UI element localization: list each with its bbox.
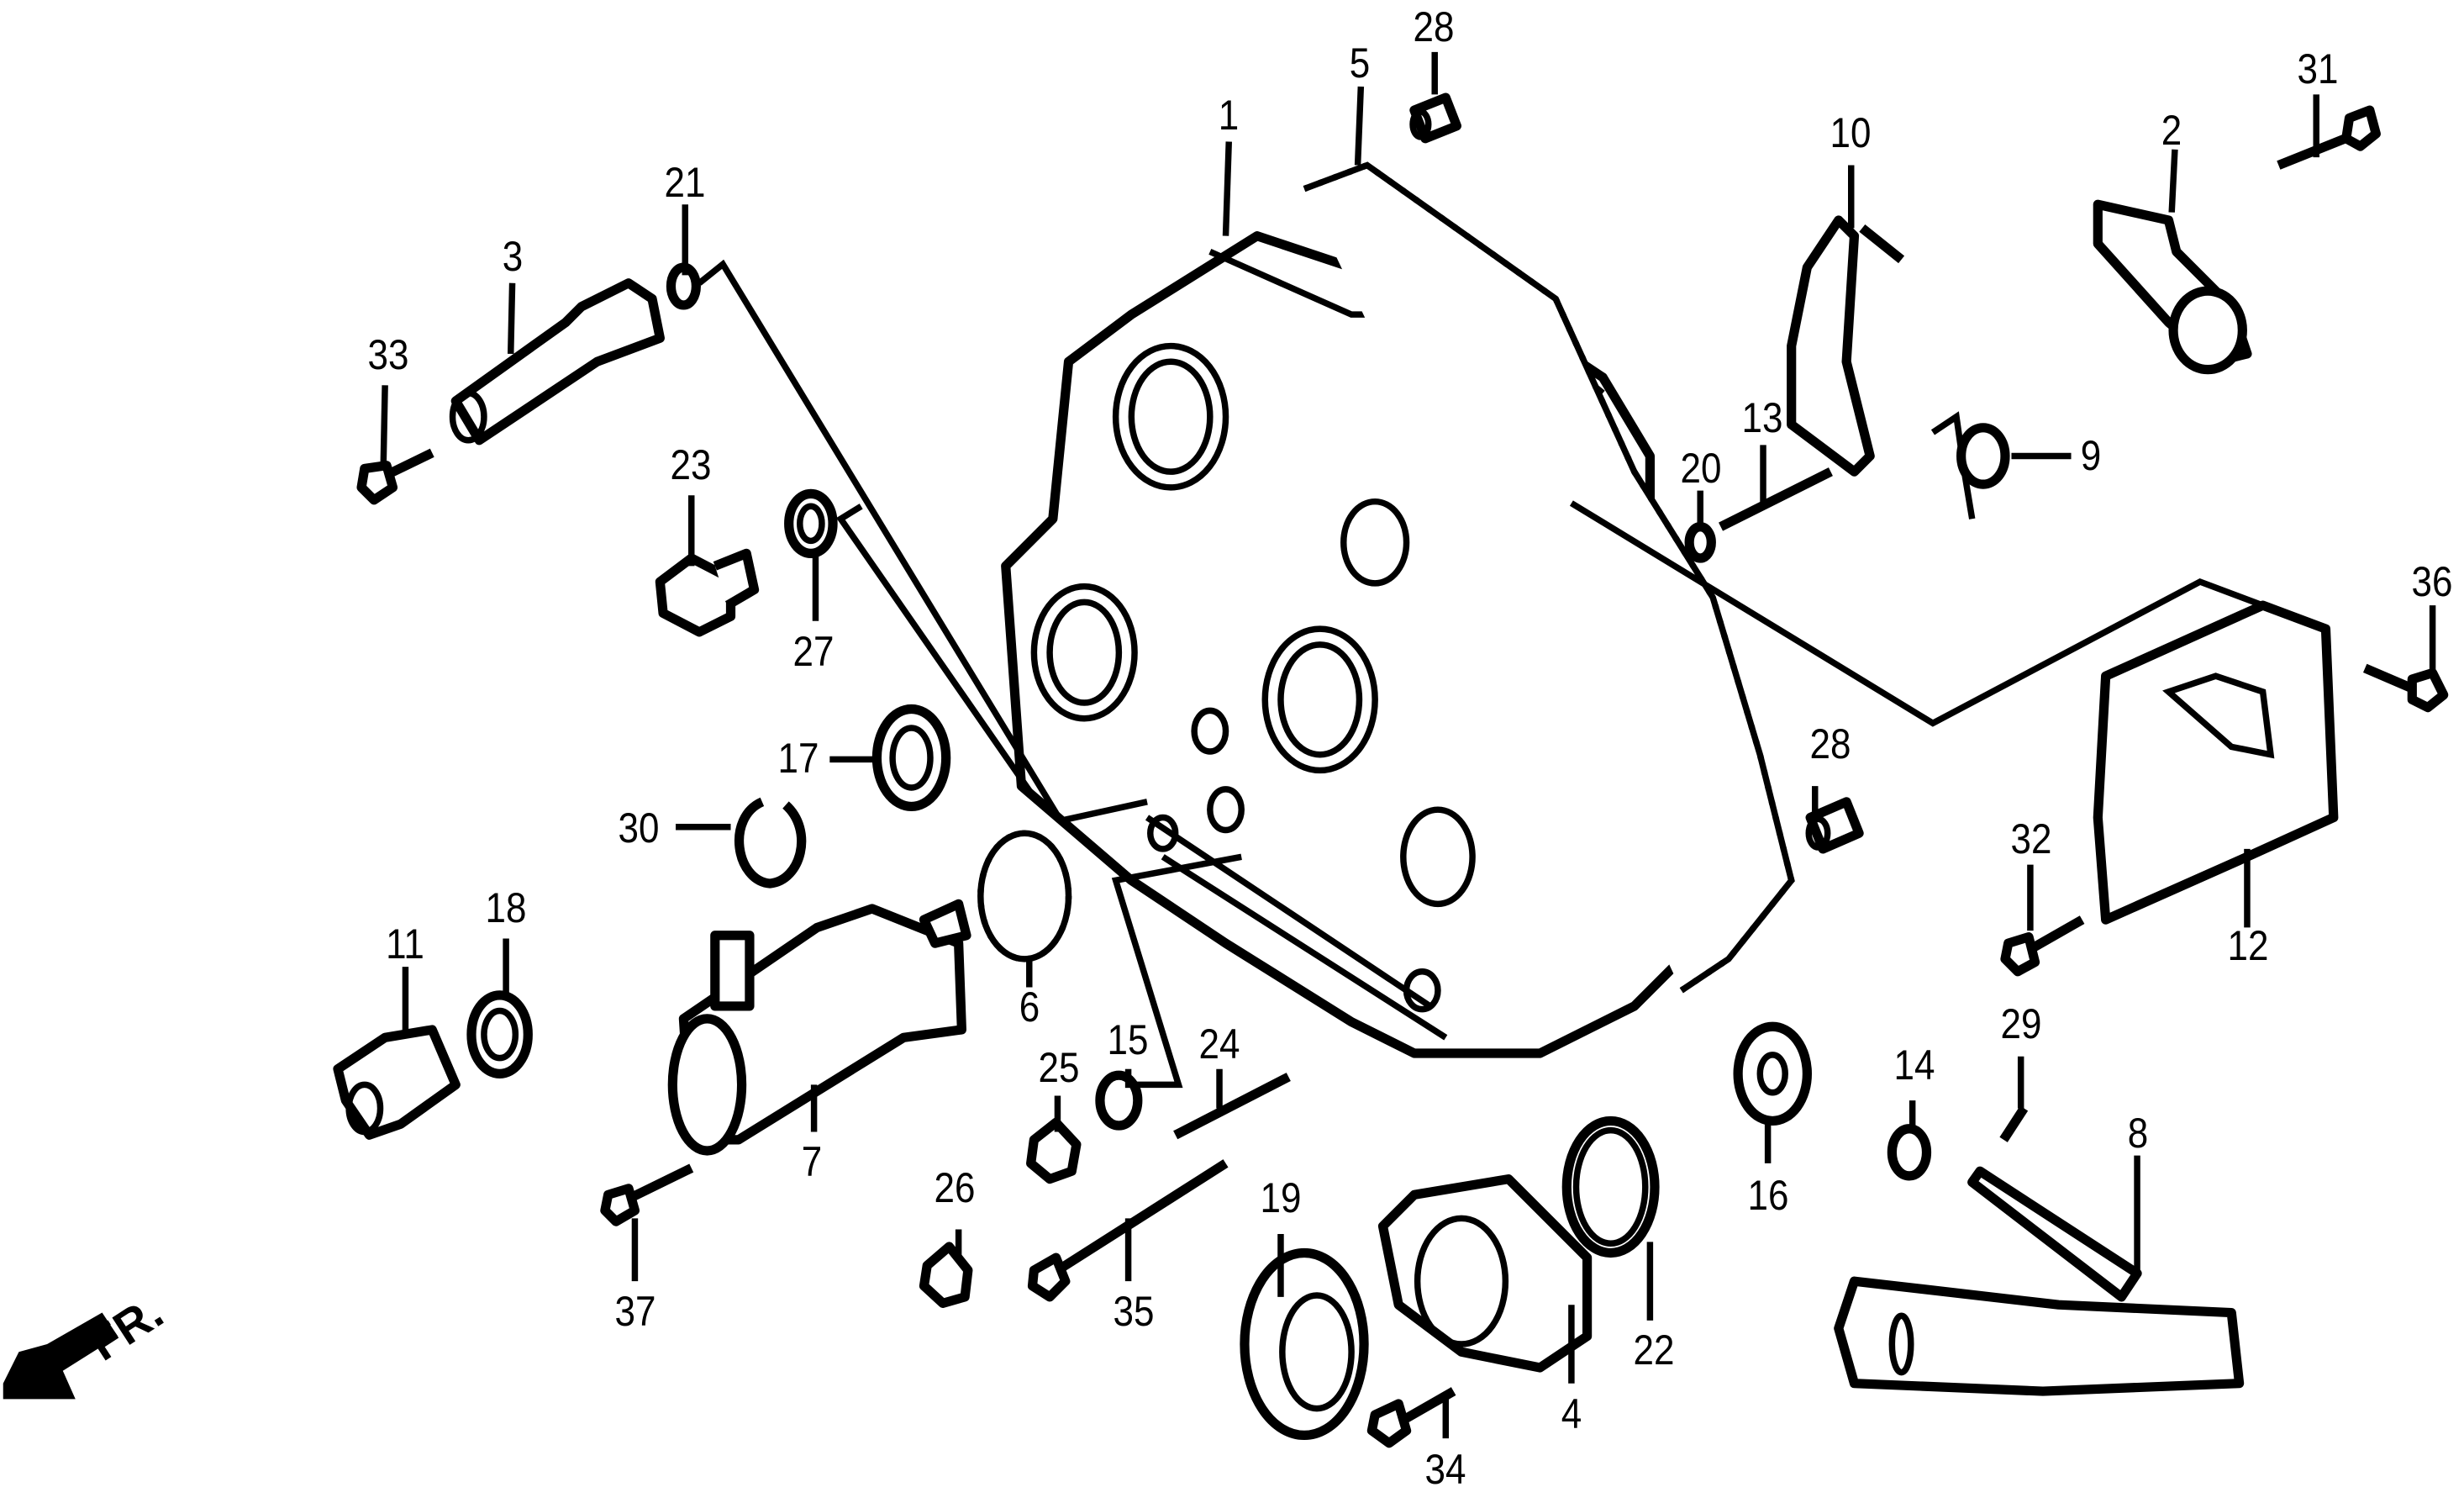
callout-25: 25 (1038, 1044, 1080, 1091)
callout-6: 6 (1019, 984, 1040, 1031)
callout-12: 12 (2227, 922, 2269, 969)
callout-11: 11 (386, 920, 424, 968)
callout-16: 16 (1747, 1172, 1789, 1219)
callout-26: 26 (934, 1164, 976, 1211)
part-washer-27[interactable] (784, 488, 838, 559)
callout-37: 37 (614, 1288, 656, 1335)
callout-3: 3 (502, 233, 524, 280)
callout-36: 36 (2411, 558, 2453, 605)
part-lever-plate[interactable] (2093, 199, 2252, 375)
part-shaft-holder[interactable] (449, 278, 665, 446)
part-spring-pin[interactable] (1999, 1105, 2029, 1142)
callout-24: 24 (1198, 1020, 1240, 1068)
part-stud-13[interactable] (1719, 467, 1833, 531)
part-o-ring-6[interactable] (977, 830, 1072, 962)
callout-29: 29 (2000, 1000, 2042, 1047)
callout-5: 5 (1349, 40, 1371, 87)
part-lever[interactable] (1787, 215, 1905, 477)
callout-15: 15 (1107, 1016, 1149, 1063)
part-bolt-37[interactable] (600, 1163, 694, 1226)
callout-19: 19 (1260, 1174, 1302, 1221)
part-o-ring-22[interactable] (1561, 1115, 1660, 1258)
part-bolt-33[interactable] (356, 448, 434, 505)
part-bearing-housing[interactable] (1377, 1174, 1593, 1373)
callout-2: 2 (2161, 107, 2182, 154)
part-bearing-19[interactable] (1240, 1247, 1369, 1441)
part-bearing-16[interactable] (1733, 1021, 1812, 1126)
callout-28-top: 28 (1413, 3, 1455, 50)
part-bolt-31[interactable] (2277, 105, 2381, 170)
part-bolt-34[interactable] (1366, 1387, 1456, 1448)
callout-33: 33 (367, 331, 409, 378)
front-direction-arrow-icon (3, 1312, 118, 1400)
part-stud-24[interactable] (1173, 1073, 1291, 1140)
callout-31: 31 (2297, 45, 2339, 92)
part-slave-cylinder[interactable] (667, 899, 971, 1156)
part-bolt-32[interactable] (2000, 915, 2085, 977)
callout-35: 35 (1113, 1288, 1155, 1335)
leader-lines (380, 51, 2436, 1439)
part-bushing[interactable] (466, 990, 533, 1078)
callout-4: 4 (1561, 1390, 1582, 1437)
part-bolt-36[interactable] (2362, 663, 2449, 713)
callout-13: 13 (1741, 394, 1783, 441)
part-dowel-pin-top[interactable] (1409, 92, 1462, 144)
callout-28-right: 28 (1809, 720, 1851, 767)
part-cover-plate[interactable] (2093, 600, 2339, 925)
callout-7: 7 (801, 1138, 823, 1185)
callout-8: 8 (2127, 1110, 2149, 1157)
callout-27: 27 (792, 628, 834, 675)
part-gasket[interactable] (1303, 161, 1795, 994)
callout-9: 9 (2080, 432, 2102, 479)
part-drain-plug[interactable] (655, 548, 760, 637)
part-boot[interactable] (333, 1025, 461, 1140)
callout-20: 20 (1680, 445, 1722, 492)
part-nut-26[interactable] (919, 1242, 973, 1308)
callout-14: 14 (1893, 1042, 1935, 1089)
callout-18: 18 (485, 884, 527, 931)
part-oil-seal-17[interactable] (871, 704, 951, 812)
callout-22: 22 (1633, 1326, 1675, 1374)
callout-34: 34 (1424, 1446, 1466, 1493)
part-washer-14[interactable] (1887, 1124, 1932, 1181)
part-bolt-35[interactable] (1027, 1159, 1229, 1302)
callout-17: 17 (777, 735, 819, 782)
part-release-fork-arm[interactable] (1834, 1166, 2245, 1396)
callout-10: 10 (1830, 109, 1872, 156)
callout-32: 32 (2010, 815, 2052, 862)
callout-30: 30 (618, 804, 660, 852)
callout-23: 23 (670, 441, 712, 488)
callout-21: 21 (664, 159, 706, 206)
part-circlip[interactable] (734, 797, 807, 889)
part-nut-25[interactable] (1026, 1117, 1082, 1184)
part-dowel-pin-right[interactable] (1805, 797, 1864, 854)
callout-1: 1 (1218, 92, 1240, 139)
part-return-spring[interactable] (1930, 411, 2010, 519)
